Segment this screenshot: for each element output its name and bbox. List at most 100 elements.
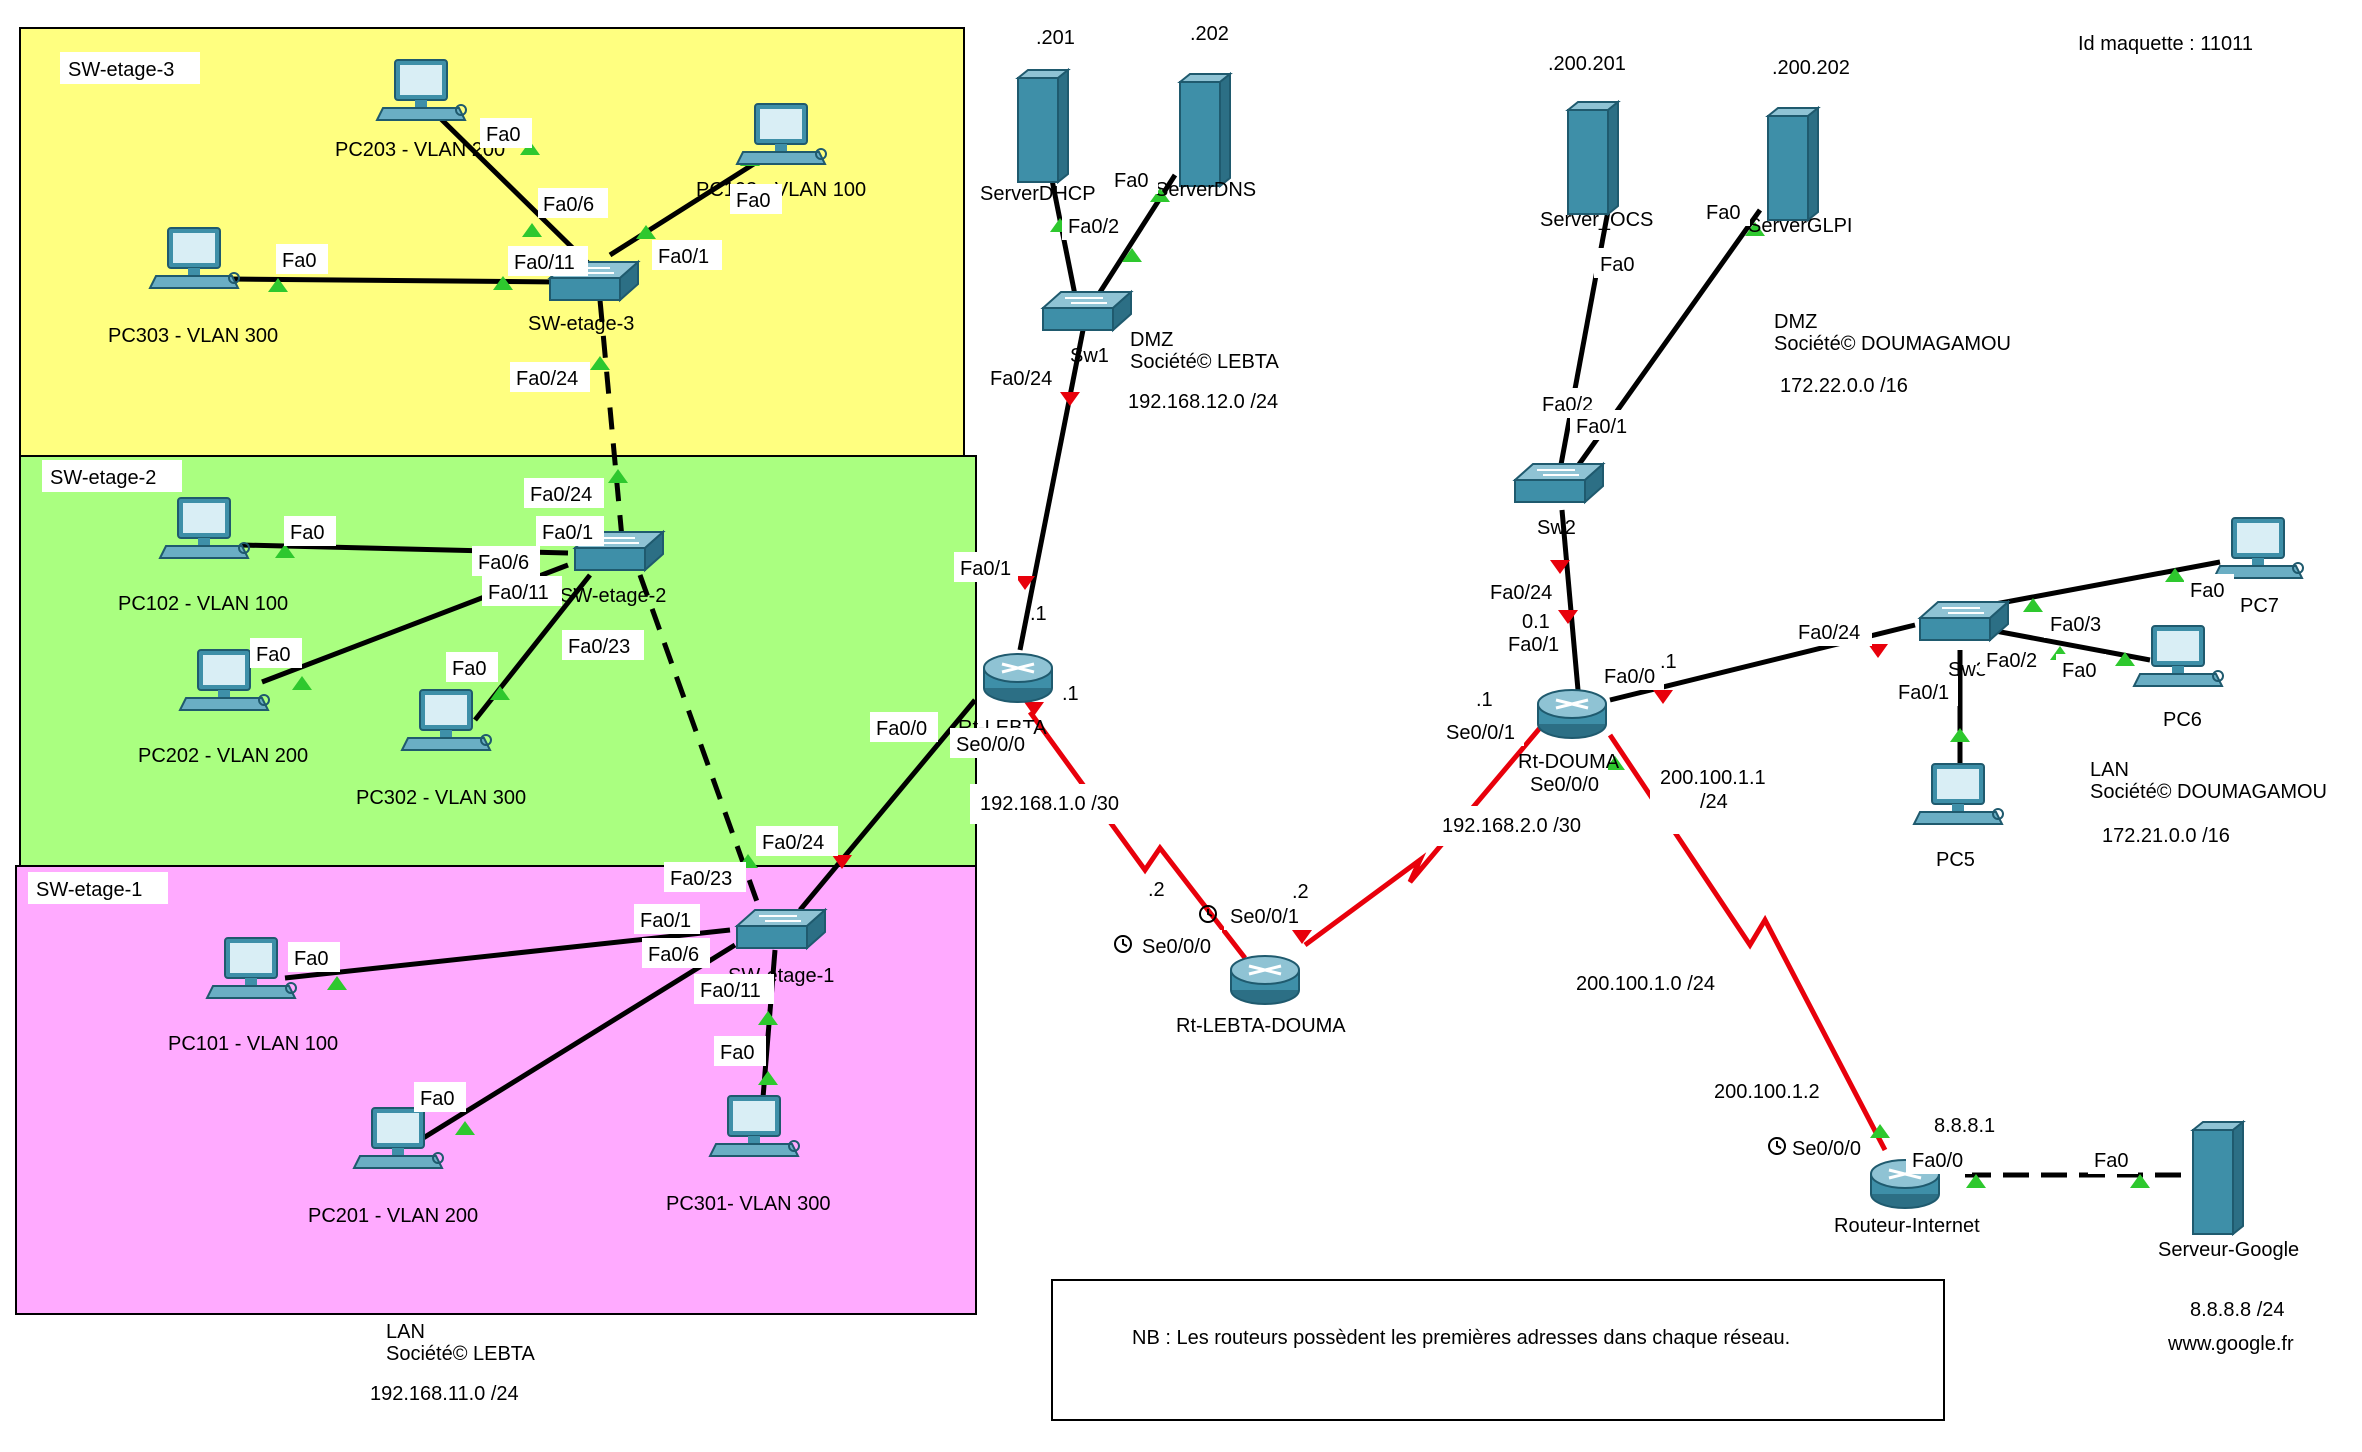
note-lan-douma-net: 172.21.0.0 /16 [2102,825,2230,847]
clock-icon [1199,905,1217,923]
note-lan-lebta-line1: LAN [386,1321,425,1343]
link-pc201-sw1e [418,942,737,1143]
status-down [1868,644,1888,658]
addr-rt-lebta-fa01: .1 [1030,603,1047,625]
server-dhcp-icon [1017,69,1069,183]
note-lan-douma-line2: Société© DOUMAGAMOU [2090,781,2327,803]
footer-note-box [1051,1279,1945,1421]
label-pc202: PC202 - VLAN 200 [138,745,308,767]
port-sw3d-fa0-2: Fa0/2 [1986,650,2037,672]
port-pc202-fa0: Fa0 [256,644,290,666]
router-rt-douma-icon [1536,688,1608,740]
addr-google-host: www.google.fr [2167,1333,2294,1355]
router-rt-lebta-icon [982,652,1054,704]
label-pc101: PC101 - VLAN 100 [168,1033,338,1055]
addr-rtd-se: .1 [1476,689,1493,711]
sw3d-switch-icon [1919,601,2009,641]
port-sw3d-fa0-24: Fa0/24 [1798,622,1860,644]
label-routeur-internet: Routeur-Internet [1834,1215,1980,1237]
sw2d-switch-icon [1514,463,1604,503]
port-srv-ocs-fa0: Fa0 [1600,254,1634,276]
status-down [1024,702,1044,716]
sw1e-switch-icon [736,909,826,949]
port-sw2-fa0-11: Fa0/11 [488,582,549,604]
port-pc103-fa0: Fa0 [736,190,770,212]
status-up [608,469,628,483]
status-up [2130,1174,2150,1188]
label-sw2: SW-etage-2 [560,585,666,607]
status-up [268,278,288,292]
address-labels: .201 .202 .200.201 .200.202 .1 .1 .2 .2 … [970,14,2310,1364]
addr-dhcp: .201 [1036,27,1075,49]
label-sw3: SW-etage-3 [528,313,634,335]
label-pc7: PC7 [2240,595,2279,617]
status-up [275,544,295,558]
note-dmz-lebta-net: 192.168.12.0 /24 [1128,391,1278,413]
addr-google-ip: 8.8.8.8 /24 [2190,1299,2285,1321]
link-pc203-sw3 [438,116,592,267]
port-sw2-fa0-1: Fa0/1 [542,522,593,544]
addr-rld-left: .2 [1148,879,1165,901]
port-pc102-fa0: Fa0 [290,522,324,544]
port-pc201-fa0: Fa0 [420,1088,454,1110]
port-sw3d-fa0-3: Fa0/3 [2050,614,2101,636]
port-pc203-fa0: Fa0 [486,124,520,146]
note-lan-douma-line1: LAN [2090,759,2129,781]
zone-floor1 [15,865,977,1315]
addr-dns: .202 [1190,23,1229,45]
port-pc101-fa0: Fa0 [294,948,328,970]
status-up [1950,728,1970,742]
port-rt-lebta-fa0-1: Fa0/1 [960,558,1011,580]
pc5-icon [1913,763,2004,825]
port-sw3-fa0-1: Fa0/1 [658,246,709,268]
status-up [2115,652,2135,666]
server-google-icon [2192,1121,2244,1235]
clock-icon [1768,1137,1786,1155]
net-douma-wan: 192.168.2.0 /30 [1442,815,1581,837]
addr-rld-right: .2 [1292,881,1309,903]
zone-floor3 [19,27,965,457]
status-up [590,356,610,370]
label-pc201: PC201 - VLAN 200 [308,1205,478,1227]
status-up [1122,248,1142,262]
port-rt-lebta-se0-0-0: Se0/0/0 [956,734,1025,756]
port-sw2-fa0-6: Fa0/6 [478,552,529,574]
status-up [2165,568,2185,582]
port-rtd-se0-0-1: Se0/0/1 [1446,722,1515,744]
addr-ocs: .200.201 [1548,53,1626,75]
port-rtd-fa0-1: Fa0/1 [1508,634,1559,656]
label-sw3d: Sw3 [1948,659,1987,681]
port-ri-fa0-0: Fa0/0 [1912,1150,1963,1172]
label-pc5: PC5 [1936,849,1975,871]
label-server-ocs: Server_OCS [1540,209,1653,231]
server-ocs-icon [1567,101,1619,215]
label-server-glpi: ServerGLPI [1748,215,1852,237]
port-pc302-fa0: Fa0 [452,658,486,680]
status-up [490,686,510,700]
label-rt-douma: Rt-DOUMA [1518,751,1620,773]
zone-floor1-title: SW-etage-1 [36,879,142,901]
pc7-icon [2213,517,2304,579]
port-sw2-fa0-23: Fa0/23 [568,636,630,658]
link-sw2-sw1e [637,574,763,911]
label-pc6: PC6 [2163,709,2202,731]
clock-icons [1114,905,1786,1155]
port-rt-lebta-fa0-0: Fa0/0 [876,718,927,740]
port-rtd-se0-0-0: Se0/0/0 [1530,774,1599,796]
router-rt-lebta-douma-icon [1229,954,1301,1006]
status-up [1966,1174,1986,1188]
link-sw3-sw2 [597,299,625,539]
addr-rtd-public-ip: 200.100.1.1 [1660,767,1766,789]
link-serial-rld-rtdouma [1303,720,1547,948]
label-pc301: PC301- VLAN 300 [666,1193,831,1215]
status-down [832,855,852,869]
status-up [522,223,542,237]
note-dmz-douma-line1: DMZ [1774,311,1817,333]
label-pc102: PC102 - VLAN 100 [118,593,288,615]
addr-ri-public: 200.100.1.2 [1714,1081,1820,1103]
status-down [1550,560,1570,574]
port-sw3-fa0-24: Fa0/24 [516,368,578,390]
port-sw1e-fa0-1: Fa0/1 [640,910,691,932]
port-sw3d-fa0-1: Fa0/1 [1898,682,1949,704]
label-pc302: PC302 - VLAN 300 [356,787,526,809]
